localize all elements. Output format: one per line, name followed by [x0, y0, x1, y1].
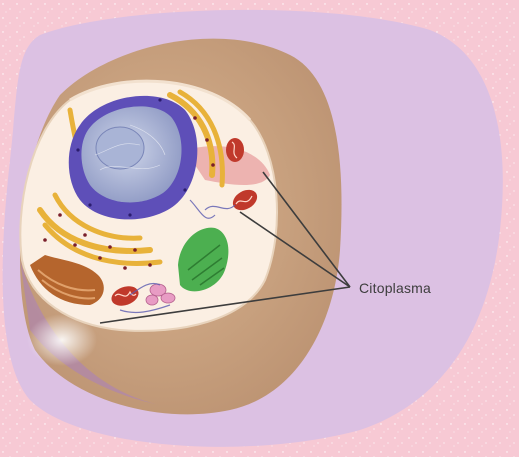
mitochondrion-3	[226, 138, 244, 162]
nucleolus	[96, 127, 144, 169]
cytoplasm-label: Citoplasma	[359, 280, 431, 296]
